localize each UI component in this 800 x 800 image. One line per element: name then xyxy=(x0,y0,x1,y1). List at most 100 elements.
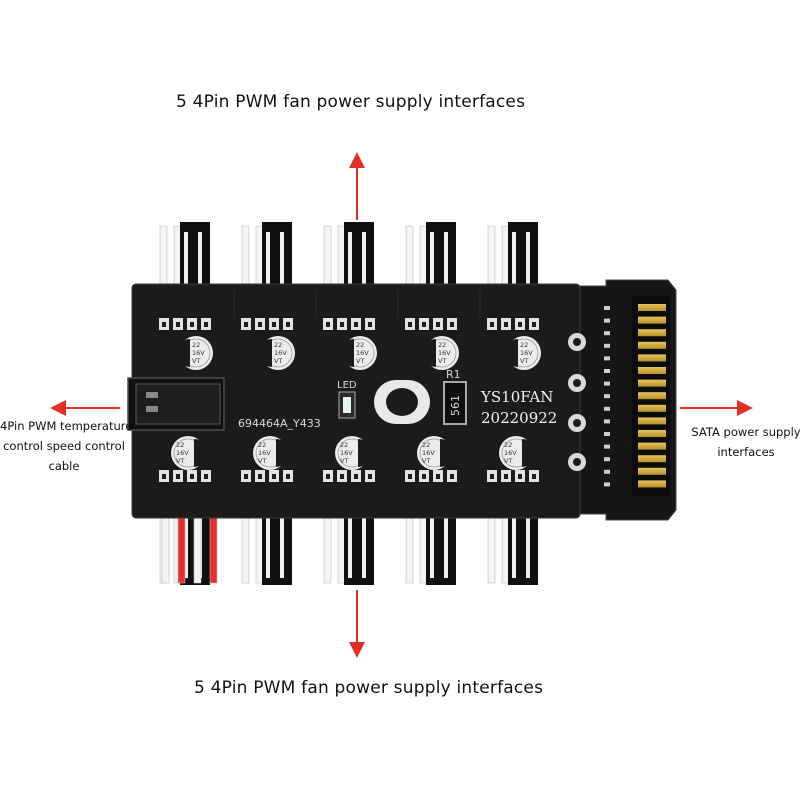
capacitor-marking: 22 xyxy=(438,341,446,349)
top-fan-headers xyxy=(159,222,538,289)
solder-pad xyxy=(269,318,279,330)
pin xyxy=(487,225,496,289)
sata-lead xyxy=(604,306,610,310)
mounting-hole xyxy=(374,380,430,424)
capacitor-marking: VT xyxy=(258,457,266,465)
solder-pad xyxy=(365,470,375,482)
capacitor-marking: 16V xyxy=(258,449,271,457)
pin xyxy=(255,514,264,584)
sata-lead xyxy=(604,432,610,436)
capacitor-marking: VT xyxy=(504,457,512,465)
led xyxy=(338,391,356,419)
pin xyxy=(487,514,496,584)
solder-pad xyxy=(529,318,539,330)
sata-solder-holes xyxy=(568,333,586,471)
top-fan-header xyxy=(159,222,210,289)
solder-pad xyxy=(433,470,443,482)
sata-lead xyxy=(604,444,610,449)
board-part-number: 694464A_Y433 xyxy=(238,417,321,430)
solder-pad xyxy=(337,318,347,330)
solder-pad xyxy=(173,318,183,330)
capacitor-marking: 22 xyxy=(504,441,512,449)
solder-pad xyxy=(447,470,457,482)
solder-pad xyxy=(487,318,497,330)
pin xyxy=(266,232,270,286)
bottom-caption: 5 4Pin PWM fan power supply interfaces xyxy=(194,678,544,698)
capacitor-marking: 16V xyxy=(422,449,435,457)
right-label: SATA power supply interfaces xyxy=(690,422,800,462)
pin xyxy=(405,514,414,584)
pin xyxy=(241,514,250,584)
pin xyxy=(266,518,270,578)
capacitor-marking: 22 xyxy=(274,341,282,349)
capacitor-marking: 16V xyxy=(274,349,287,357)
sata-contact xyxy=(638,341,666,349)
pin xyxy=(184,518,188,578)
solder-pad xyxy=(515,470,525,482)
resistor-r1 xyxy=(443,381,467,425)
pin xyxy=(444,518,448,578)
pin xyxy=(444,232,448,286)
pin xyxy=(193,514,202,584)
top-fan-header xyxy=(241,222,292,289)
solder-pad xyxy=(159,470,169,482)
bottom-fan-header xyxy=(241,514,292,585)
right-label-line: SATA power supply xyxy=(691,425,800,439)
sata-contact xyxy=(638,367,666,374)
pin xyxy=(362,518,366,578)
pin xyxy=(241,225,250,289)
sata-lead xyxy=(604,457,610,462)
solder-pad xyxy=(419,470,429,482)
pin xyxy=(526,518,530,578)
capacitor-marking: VT xyxy=(422,457,430,465)
left-label-line: 4Pin PWM temperature xyxy=(0,419,133,433)
pin xyxy=(419,514,428,584)
capacitor-marking: VT xyxy=(356,357,364,365)
solder-pad xyxy=(187,318,197,330)
capacitor-marking: 22 xyxy=(520,341,528,349)
solder-pad xyxy=(487,470,497,482)
right-label-line: interfaces xyxy=(717,445,775,459)
sata-lead xyxy=(604,343,610,348)
solder-pad xyxy=(255,318,265,330)
pin xyxy=(337,514,346,584)
solder-pad xyxy=(447,318,457,330)
pin xyxy=(209,514,218,584)
capacitor-marking: 22 xyxy=(340,441,348,449)
sata-contact xyxy=(638,455,666,463)
sata-lead xyxy=(604,318,610,323)
sata-contact xyxy=(638,417,666,425)
pin xyxy=(430,232,434,286)
bottom-fan-header xyxy=(323,514,374,585)
capacitor-marking: 16V xyxy=(192,349,205,357)
pin xyxy=(501,225,510,289)
capacitor-marking: 16V xyxy=(504,449,517,457)
solder-pad xyxy=(433,318,443,330)
solder-pad xyxy=(283,470,293,482)
sata-lead xyxy=(604,482,610,487)
pin xyxy=(348,232,352,286)
sata-contact xyxy=(638,379,666,387)
left-label-line: cable xyxy=(48,459,80,473)
pin xyxy=(348,518,352,578)
sata-lead xyxy=(604,331,610,336)
sata-lead xyxy=(604,406,610,411)
solder-pad xyxy=(159,318,169,330)
solder-pad xyxy=(351,470,361,482)
solder-pad xyxy=(283,318,293,330)
pin xyxy=(512,518,516,578)
pin xyxy=(198,232,202,286)
board-model: YS10FAN xyxy=(480,388,553,406)
capacitor-marking: VT xyxy=(438,357,446,365)
solder-pad xyxy=(365,318,375,330)
capacitor-marking: VT xyxy=(274,357,282,365)
capacitor-marking: 22 xyxy=(422,441,430,449)
sata-lead xyxy=(604,369,610,373)
